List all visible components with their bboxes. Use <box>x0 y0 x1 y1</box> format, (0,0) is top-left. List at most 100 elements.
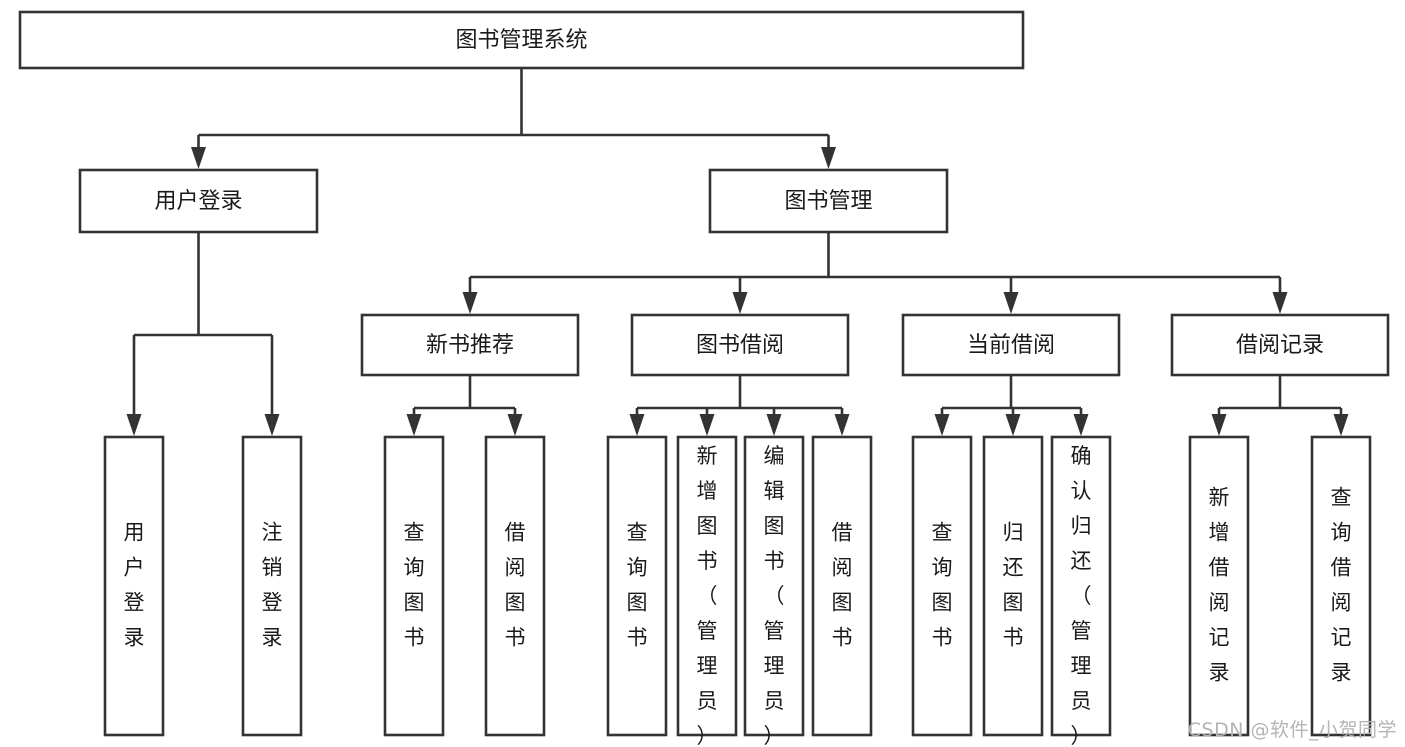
node-label-char: 阅 <box>505 556 526 580</box>
node-label-char: 编 <box>764 444 785 468</box>
node-label: 当前借阅 <box>967 333 1055 358</box>
node-label-char: 借 <box>505 521 526 545</box>
node-label-char: 记 <box>1209 626 1230 650</box>
node-box[interactable] <box>911 435 973 737</box>
node-box[interactable] <box>383 435 445 737</box>
node-box[interactable] <box>103 435 165 737</box>
node-current[interactable]: 当前借阅 <box>901 313 1121 377</box>
node-borrow[interactable]: 图书借阅 <box>630 313 850 377</box>
node-box[interactable] <box>811 435 873 737</box>
node-label-char: 询 <box>627 556 648 580</box>
arrow-head-icon <box>126 414 142 436</box>
node-label-char: 书 <box>764 549 785 573</box>
node-label-char: 借 <box>1209 556 1230 580</box>
node-label-char: 确 <box>1071 444 1092 468</box>
node-box[interactable] <box>743 435 805 737</box>
node-label-char: ） <box>1071 724 1092 747</box>
node-label-char: 录 <box>1331 661 1352 685</box>
node-label-char: 录 <box>262 626 283 650</box>
node-label-char: 图 <box>404 591 425 615</box>
node-box[interactable] <box>484 435 546 737</box>
node-label-char: 阅 <box>1209 591 1230 615</box>
node-label-char: 图 <box>505 591 526 615</box>
node-box[interactable] <box>1170 313 1390 377</box>
node-label-char: 员 <box>1071 689 1092 713</box>
node-record[interactable]: 借阅记录 <box>1170 313 1390 377</box>
node-box[interactable] <box>630 313 850 377</box>
node-label-char: 辑 <box>764 479 785 503</box>
node-box[interactable] <box>901 313 1121 377</box>
connector-group <box>126 232 280 436</box>
node-label-char: 登 <box>262 591 283 615</box>
node-label-char: 增 <box>697 479 718 503</box>
node-leaf-user-login[interactable]: 用户登录 <box>103 435 165 737</box>
node-label: 图书管理系统 <box>455 28 587 53</box>
node-label-char: 查 <box>1331 486 1352 510</box>
arrow-head-icon <box>1333 414 1349 436</box>
node-label-char: 图 <box>832 591 853 615</box>
node-label-char: 书 <box>1003 626 1024 650</box>
node-label-char: 图 <box>764 514 785 538</box>
arrow-head-icon <box>406 414 422 436</box>
node-box[interactable] <box>360 313 580 377</box>
node-label-char: 登 <box>124 591 145 615</box>
node-box[interactable] <box>982 435 1044 737</box>
arrow-head-icon <box>462 292 478 314</box>
node-label-char: 还 <box>1071 549 1092 573</box>
node-label-char: 阅 <box>1331 591 1352 615</box>
node-box[interactable] <box>1188 435 1250 737</box>
csdn-watermark: CSDN @软件_小贺同学 <box>1187 719 1397 741</box>
node-label-char: 还 <box>1003 556 1024 580</box>
node-label-char: 书 <box>932 626 953 650</box>
arrow-head-icon <box>629 414 645 436</box>
node-label-char: ） <box>764 724 785 747</box>
node-root[interactable]: 图书管理系统 <box>18 10 1025 70</box>
node-label-char: 图 <box>1003 591 1024 615</box>
node-label-char: 图 <box>627 591 648 615</box>
node-box[interactable] <box>78 168 319 234</box>
node-label-char: 管 <box>764 619 785 643</box>
node-label-char: 书 <box>505 626 526 650</box>
connector-group <box>934 375 1089 436</box>
node-label-char: 归 <box>1003 521 1024 545</box>
node-box[interactable] <box>1310 435 1372 737</box>
connector-group <box>191 68 836 169</box>
node-label-char: 员 <box>697 689 718 713</box>
node-label-char: 询 <box>404 556 425 580</box>
node-label-char: 理 <box>1071 654 1092 678</box>
node-label-char: 管 <box>1071 619 1092 643</box>
node-login[interactable]: 用户登录 <box>78 168 319 234</box>
node-box[interactable] <box>676 435 738 737</box>
node-box[interactable] <box>708 168 949 234</box>
node-newbook[interactable]: 新书推荐 <box>360 313 580 377</box>
node-label-char: 借 <box>1331 556 1352 580</box>
node-label-char: 书 <box>404 626 425 650</box>
arrow-head-icon <box>934 414 950 436</box>
node-label-char: 查 <box>627 521 648 545</box>
node-box[interactable] <box>606 435 668 737</box>
arrow-head-icon <box>699 414 715 436</box>
arrow-head-icon <box>507 414 523 436</box>
node-label-char: 书 <box>627 626 648 650</box>
node-label-char: 查 <box>932 521 953 545</box>
node-label-char: 查 <box>404 521 425 545</box>
node-box[interactable] <box>18 10 1025 70</box>
node-label: 借阅记录 <box>1236 333 1324 358</box>
node-box[interactable] <box>1050 435 1112 737</box>
node-bookmgmt[interactable]: 图书管理 <box>708 168 949 234</box>
node-label: 图书管理 <box>784 189 872 214</box>
node-layer: 图书管理系统用户登录图书管理新书推荐图书借阅当前借阅借阅记录用户登录注销登录查询… <box>18 10 1390 747</box>
node-box[interactable] <box>241 435 303 737</box>
